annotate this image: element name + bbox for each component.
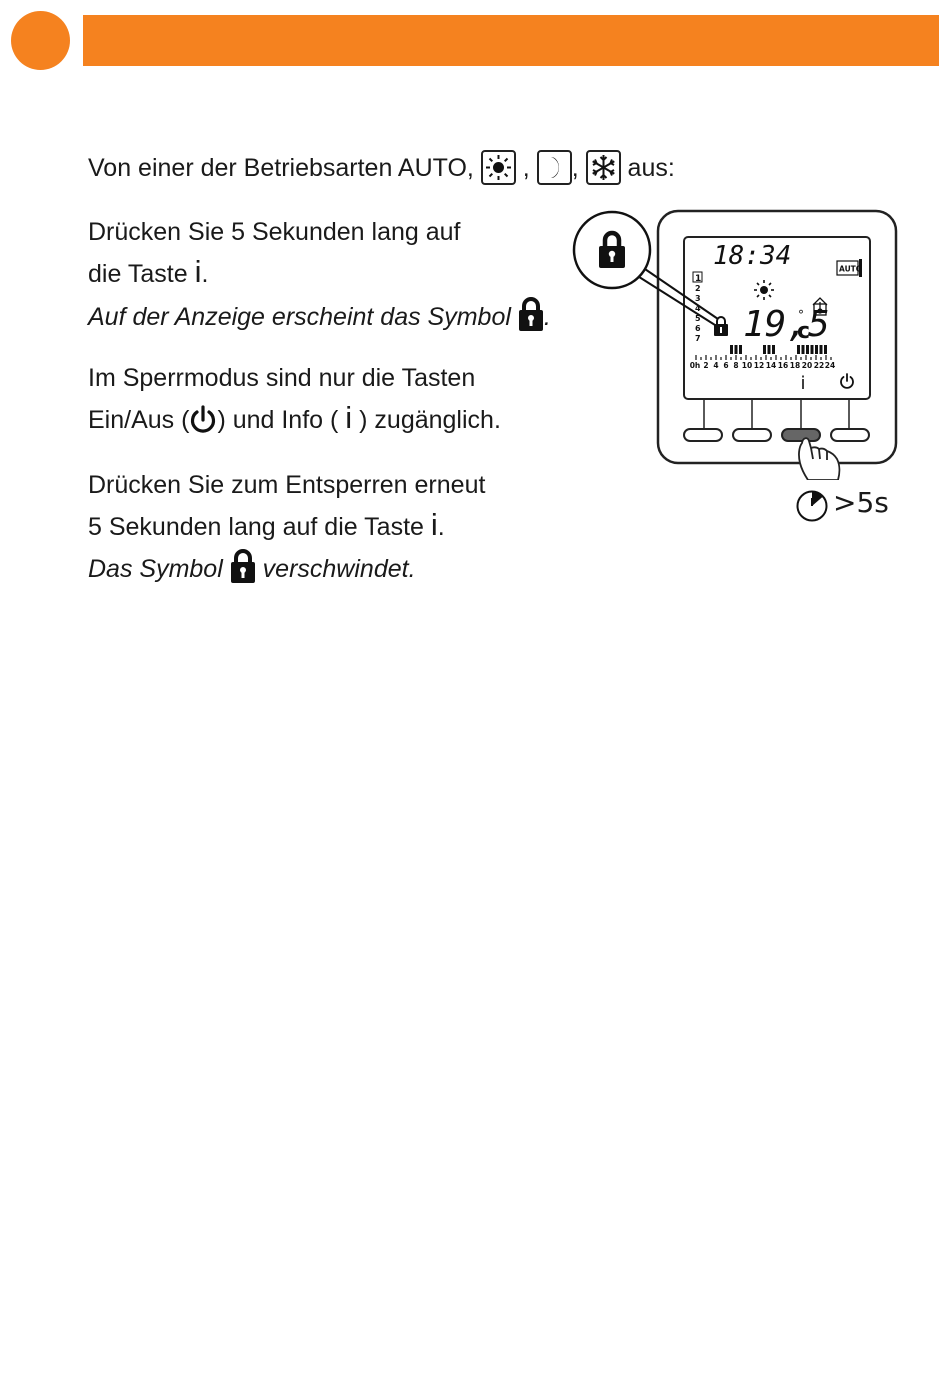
svg-text:2: 2 <box>703 361 708 370</box>
day-6: 6 <box>695 324 701 333</box>
info-key-label: i <box>194 254 202 289</box>
hour-ticks <box>695 355 832 360</box>
svg-text:0h: 0h <box>690 361 701 370</box>
intro-separator: , <box>522 154 530 182</box>
sun-icon <box>480 150 516 185</box>
svg-text:8: 8 <box>733 361 738 370</box>
para2-line2: Ein/Aus ( ) und Info ( i ) zugänglich. <box>88 400 501 442</box>
display-temperature: 19,5 <box>743 304 830 345</box>
timer-indicator: >5s <box>795 487 905 523</box>
para1-line2: die Taste i. <box>88 254 209 289</box>
moon-icon <box>536 150 572 185</box>
device-button-1 <box>683 428 723 442</box>
intro-suffix: aus: <box>627 154 675 182</box>
finger-icon <box>798 437 841 480</box>
device-button-info-pressed <box>781 428 821 442</box>
svg-text:24: 24 <box>825 361 835 370</box>
intro-separator-2: , <box>571 154 579 182</box>
hour-labels: 0h 2 4 6 8 10 12 14 16 18 20 22 24 <box>690 361 836 370</box>
para2-line2-text: Ein/Aus ( <box>88 406 190 434</box>
snowflake-icon <box>585 150 621 185</box>
para3-line3: Das Symbol verschwindet. <box>88 548 416 591</box>
day-2: 2 <box>695 284 701 293</box>
para3-line1: Drücken Sie zum Entsperren erneut <box>88 471 486 499</box>
svg-text:22: 22 <box>814 361 824 370</box>
info-key-label-3: i <box>430 507 438 542</box>
info-key-label-2: i <box>345 400 353 435</box>
display-time: 18:34 <box>713 241 791 271</box>
display-power-icon <box>840 373 854 389</box>
thermometer-icon <box>812 297 828 316</box>
para1-line3-text: Auf der Anzeige erscheint das Symbol <box>88 303 511 331</box>
para2-line2-mid: ) und Info ( <box>217 406 339 434</box>
svg-text:16: 16 <box>778 361 788 370</box>
day-5: 5 <box>695 314 701 323</box>
lock-icon <box>518 296 544 339</box>
svg-text:20: 20 <box>802 361 812 370</box>
display-unit: c <box>797 319 810 344</box>
stopwatch-icon <box>796 490 828 522</box>
day-1: 1 <box>695 274 701 284</box>
display-sun-icon <box>754 280 774 300</box>
para3-line3-text-end: verschwindet. <box>262 555 416 583</box>
para3-line3-text: Das Symbol <box>88 555 223 583</box>
device-button-4 <box>830 428 870 442</box>
svg-text:18: 18 <box>790 361 800 370</box>
thermostat-illustration: 18:34 AUTO 1 2 3 4 5 6 7 19,5 ° c <box>572 209 898 480</box>
section-marker-circle <box>11 11 70 70</box>
section-header-bar <box>83 15 939 66</box>
program-bars <box>730 345 827 354</box>
para3-line2-period: . <box>437 513 445 541</box>
display-info-key: i <box>800 373 805 394</box>
day-4: 4 <box>695 304 701 313</box>
day-3: 3 <box>695 294 701 303</box>
para3-line2-text: 5 Sekunden lang auf die Taste <box>88 513 424 541</box>
svg-text:10: 10 <box>742 361 752 370</box>
svg-text:14: 14 <box>766 361 776 370</box>
para1-line2-period: . <box>201 260 209 288</box>
para1-line2-text: die Taste <box>88 260 188 288</box>
para1-line3-period: . <box>543 303 551 331</box>
day-7: 7 <box>695 334 701 343</box>
intro-line: Von einer der Betriebsarten AUTO, , , <box>88 150 675 185</box>
lock-callout-icon <box>599 230 625 268</box>
svg-text:4: 4 <box>713 361 718 370</box>
para2-line1: Im Sperrmodus sind nur die Tasten <box>88 364 476 392</box>
svg-text:12: 12 <box>754 361 764 370</box>
power-icon <box>189 405 217 442</box>
para2-line2-suffix: ) zugänglich. <box>359 406 501 434</box>
para1-line1: Drücken Sie 5 Sekunden lang auf <box>88 218 461 246</box>
display-degree: ° <box>798 308 804 322</box>
para3-line2: 5 Sekunden lang auf die Taste i. <box>88 507 445 542</box>
display-lock-icon <box>714 316 728 336</box>
svg-text:6: 6 <box>723 361 728 370</box>
intro-text: Von einer der Betriebsarten AUTO, <box>88 154 474 182</box>
timer-label: >5s <box>833 486 889 519</box>
device-button-2 <box>732 428 772 442</box>
lock-icon-2 <box>230 548 256 591</box>
para1-line3: Auf der Anzeige erscheint das Symbol . <box>88 296 551 339</box>
mode-badge: AUTO <box>839 265 862 274</box>
